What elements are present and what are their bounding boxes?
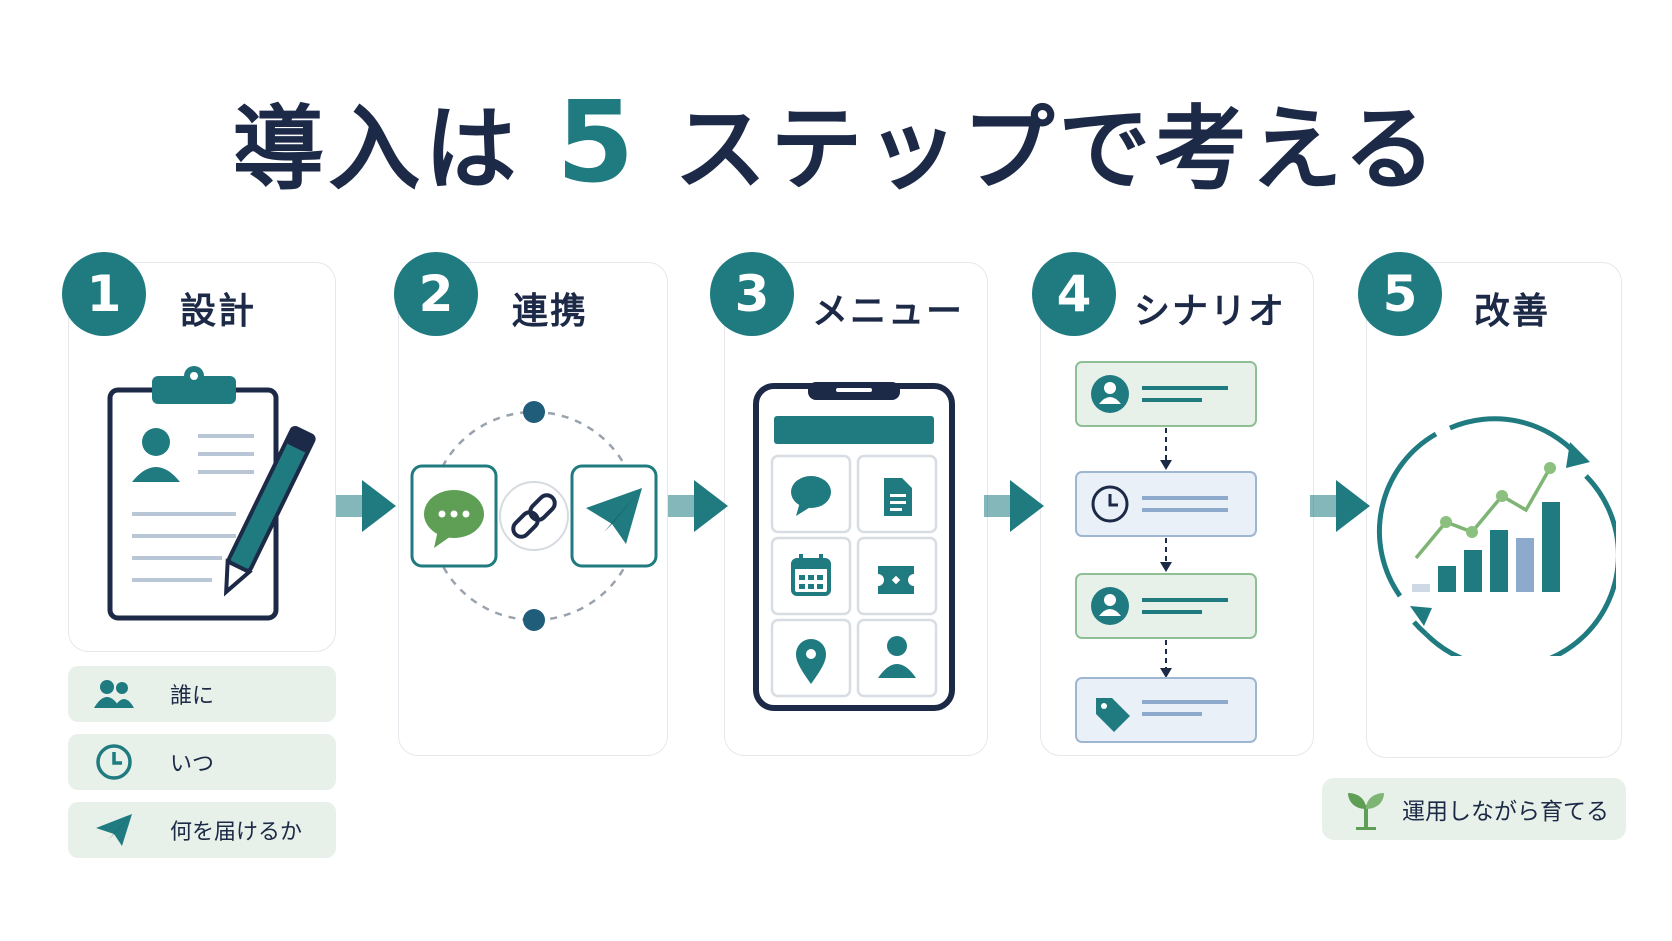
step-card-improve: [1366, 262, 1622, 758]
step-badge-4: 4: [1032, 252, 1116, 336]
arrow-right-icon: [668, 480, 728, 532]
arrow-right-icon: [1310, 480, 1370, 532]
step-label-2: 連携: [512, 291, 589, 332]
sprout-icon: [1348, 793, 1384, 830]
phone-menu-icon: [753, 382, 955, 711]
arrow-right-icon: [336, 480, 396, 532]
users-icon: [94, 680, 134, 708]
title-text-pre: 導入は: [232, 96, 521, 203]
scenario-flow-icon: [1075, 361, 1257, 743]
page-title: 導入は 5 ステップで考える: [0, 87, 1672, 205]
design-item-when: いつ: [68, 734, 336, 790]
step-badge-3: 3: [710, 252, 794, 336]
step-badge-1: 1: [62, 252, 146, 336]
design-item-label: 誰に: [170, 684, 215, 709]
step-label-3: メニュー: [812, 291, 965, 332]
step-label-5: 改善: [1474, 291, 1551, 332]
arrow-right-icon: [984, 480, 1044, 532]
step-badge-5: 5: [1358, 252, 1442, 336]
improve-note-label: 運用しながら育てる: [1402, 799, 1609, 825]
step-label-4: シナリオ: [1134, 291, 1287, 332]
clock-icon: [96, 744, 132, 780]
improve-note: 運用しながら育てる: [1322, 778, 1626, 840]
improvement-cycle-icon: [1376, 416, 1616, 656]
step-label-1: 設計: [180, 291, 257, 332]
integration-illustration: [410, 401, 658, 631]
link-icon: [511, 493, 557, 539]
title-text-post: ステップで考える: [674, 96, 1440, 203]
design-item-label: いつ: [170, 752, 215, 777]
send-icon: [96, 814, 132, 846]
design-item-label: 何を届けるか: [170, 820, 303, 845]
clipboard-icon: [107, 366, 316, 621]
title-highlight-number: 5: [556, 78, 639, 208]
step-badge-2: 2: [394, 252, 478, 336]
design-item-what: 何を届けるか: [68, 802, 336, 858]
design-item-who: 誰に: [68, 666, 336, 722]
